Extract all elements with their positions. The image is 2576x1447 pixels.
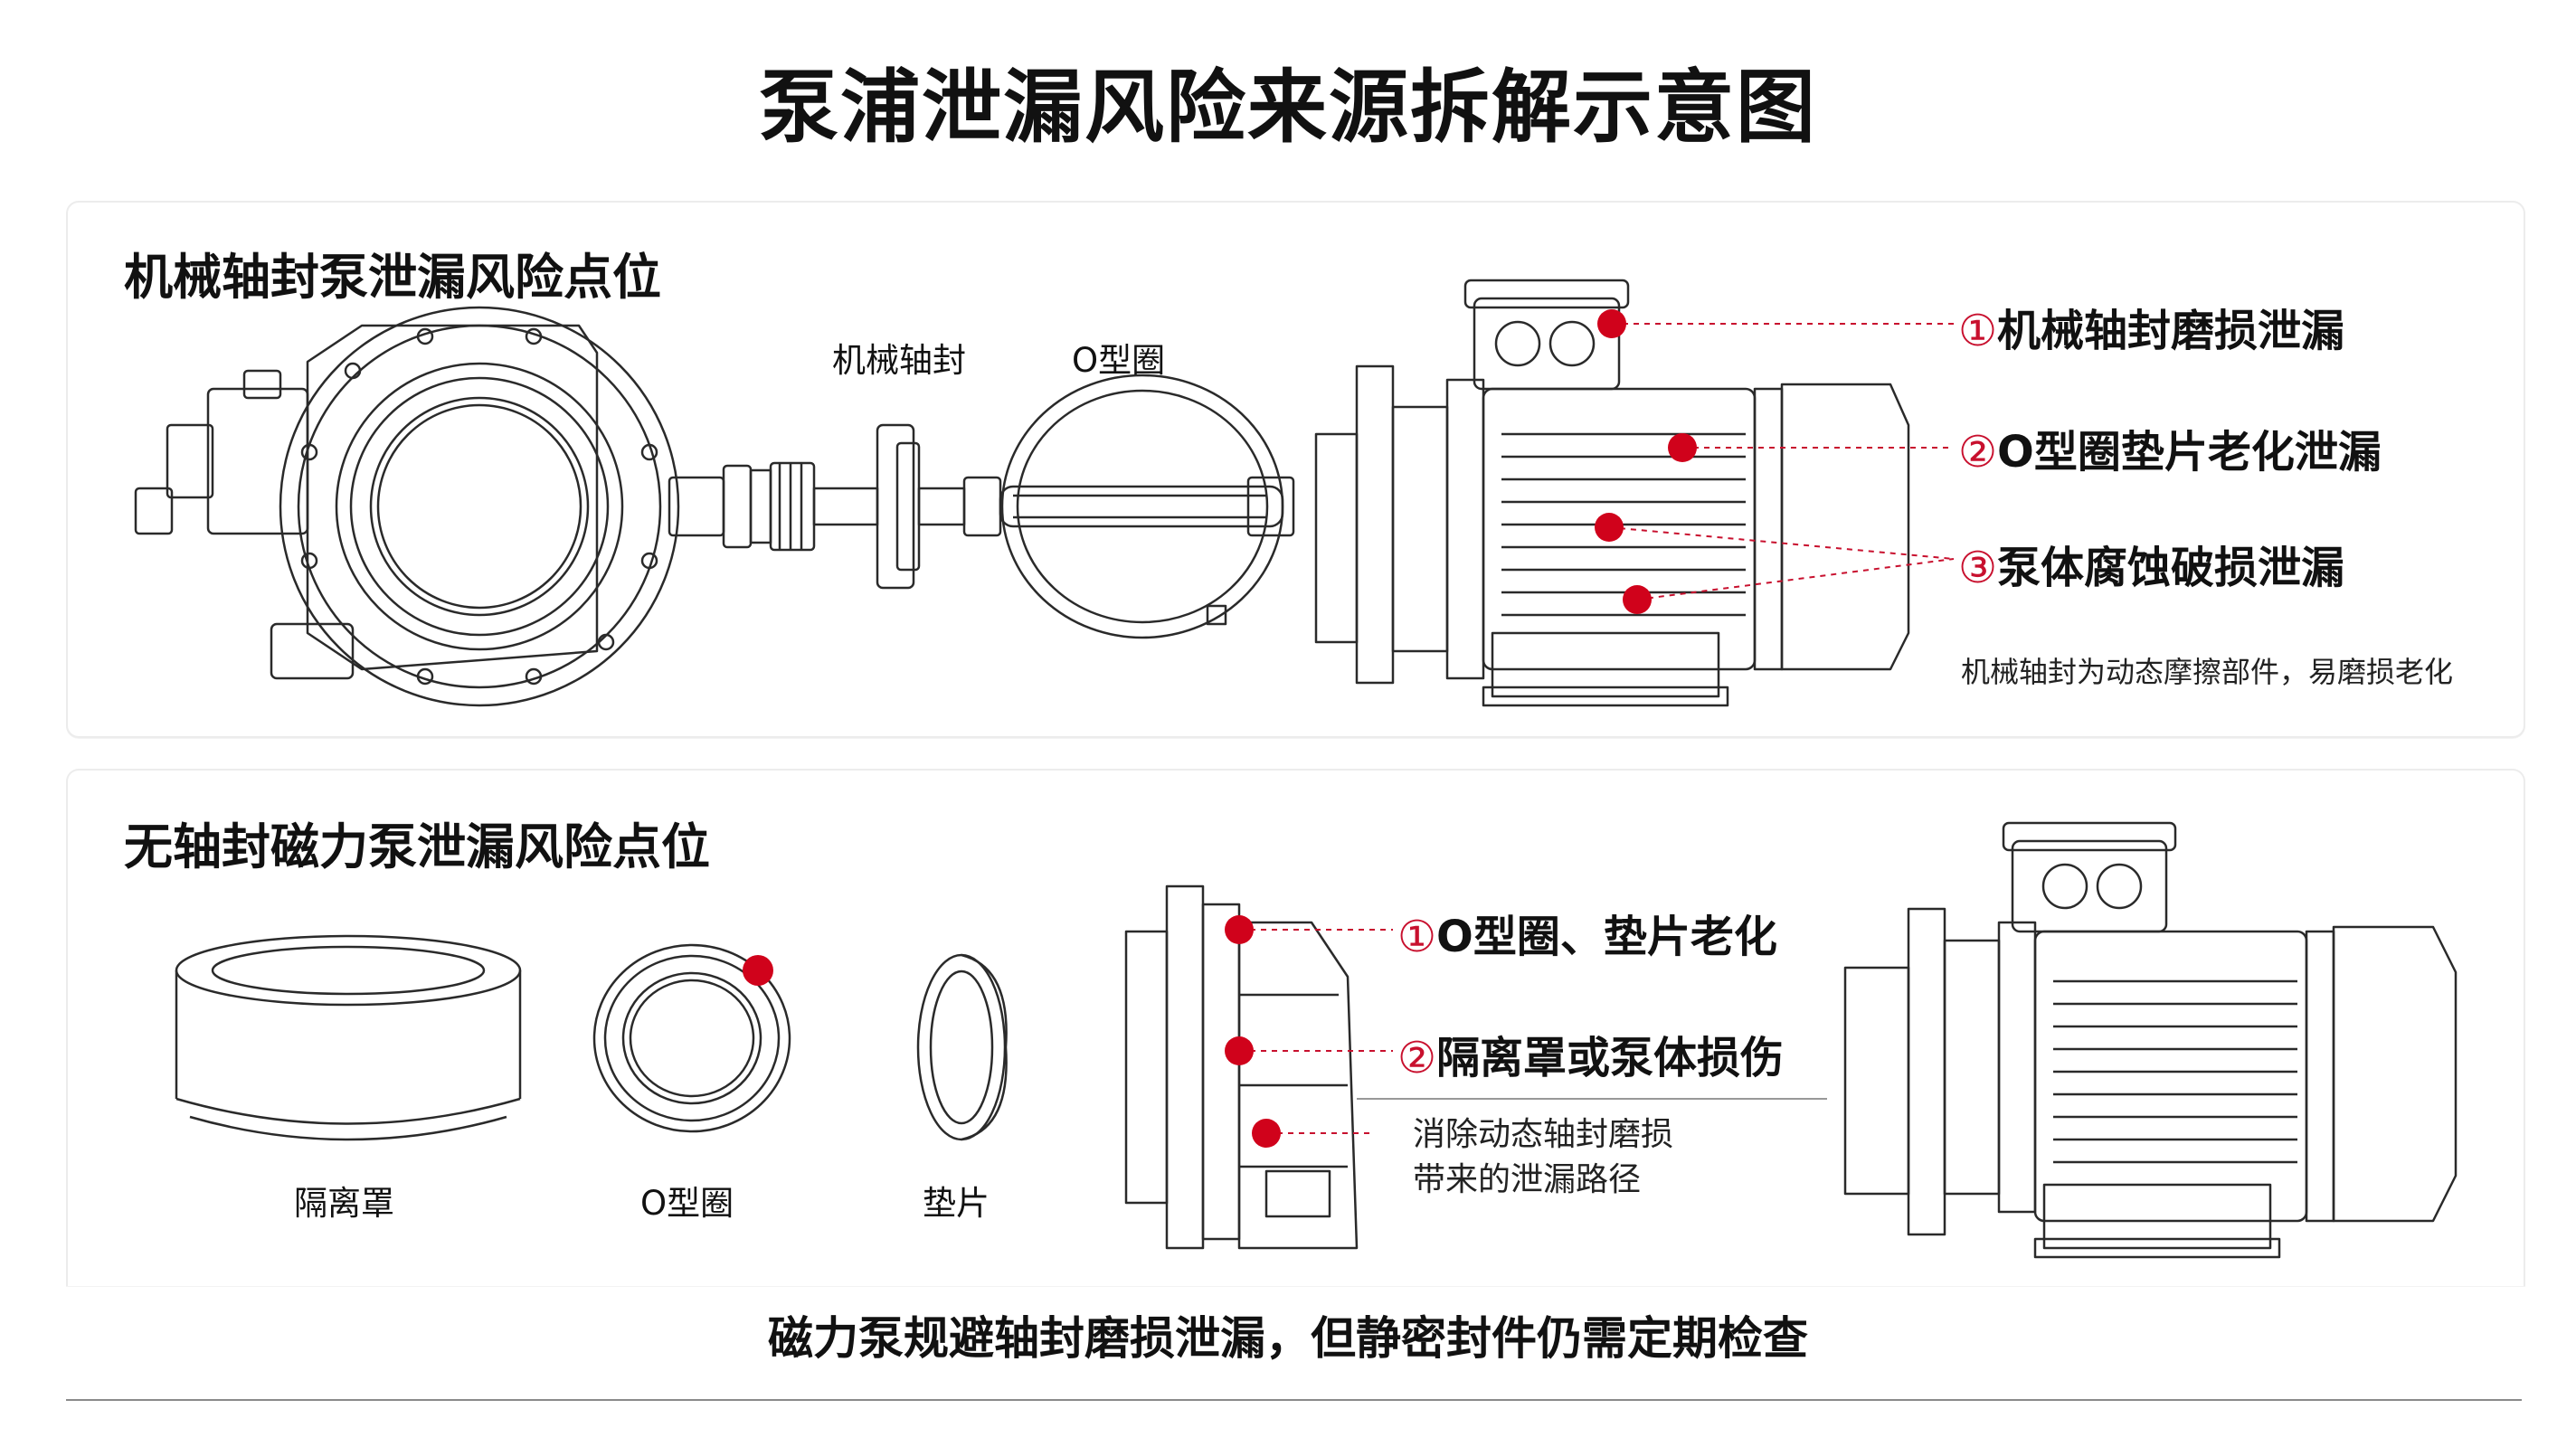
risk-marker: [1597, 309, 1626, 338]
bottom-divider: [66, 1399, 2522, 1401]
magnetic-pump-motor-drawing: [1843, 821, 2458, 1259]
risk-text: 机械轴封磨损泄漏: [1997, 306, 2345, 356]
risk-marker: [1668, 433, 1697, 462]
risk-text: 隔离罩或泵体损伤: [1436, 1033, 1785, 1083]
risk-number: ③: [1958, 543, 1998, 593]
risk-marker: [1225, 915, 1254, 944]
risk-marker: [1595, 513, 1624, 542]
risk-item-seal-wear: ①机械轴封磨损泄漏: [1958, 295, 2344, 358]
risk-item-shroud-damage: ②隔离罩或泵体损伤: [1397, 1022, 1784, 1085]
risk-number: ②: [1958, 427, 1998, 478]
mechanical-seal-drawing: [876, 423, 1002, 590]
pump-casing-drawing: [134, 306, 680, 707]
footer-conclusion: 磁力泵规避轴封磨损泄漏，但静密封件仍需定期检查: [768, 1312, 1808, 1365]
risk-text: 泵体腐蚀破损泄漏: [1997, 543, 2345, 593]
risk-number: ②: [1397, 1033, 1437, 1083]
risk-marker: [1252, 1119, 1281, 1148]
gasket-drawing: [916, 953, 1008, 1141]
leader-lines: [1239, 323, 1955, 1134]
mechanical-seal-pump-motor-drawing: [1314, 279, 1910, 707]
risk-markers: [743, 309, 1697, 1148]
risk-marker: [743, 955, 773, 986]
gasket-label: 垫片: [923, 1184, 990, 1223]
isolation-shroud-drawing: [175, 934, 522, 1141]
page-title: 泵浦泄漏风险来源拆解示意图: [758, 61, 1817, 154]
risk-item-casing-corrosion: ③泵体腐蚀破损泄漏: [1958, 532, 2344, 595]
oring-bottom-label: O型圈: [640, 1184, 734, 1223]
oring-label: O型圈: [1072, 341, 1166, 380]
note-line: 消除动态轴封磨损: [1413, 1116, 1674, 1153]
note-line: 带来的泄漏路径: [1413, 1161, 1642, 1198]
mechanical-seal-section-title: 机械轴封泵泄漏风险点位: [124, 249, 661, 306]
risk-item-oring-aging: ②O型圈垫片老化泄漏: [1958, 416, 2382, 479]
magnetic-pump-casing-drawing: [1124, 884, 1359, 1250]
risk-item-seal-aging: ①O型圈、垫片老化: [1397, 901, 1777, 964]
oring-section-drawing: [999, 374, 1295, 639]
oring-drawing: [592, 943, 791, 1133]
mechanical-seal-note: 机械轴封为动态摩擦部件，易磨损老化: [1961, 655, 2454, 689]
risk-marker: [1623, 585, 1652, 614]
risk-number: ①: [1958, 306, 1998, 356]
magnetic-pump-note: 消除动态轴封磨损 带来的泄漏路径: [1413, 1112, 1673, 1203]
magnetic-pump-section-title: 无轴封磁力泵泄漏风险点位: [124, 818, 710, 875]
risk-number: ①: [1397, 912, 1437, 962]
shaft-drawing: [668, 461, 879, 552]
risk-text: O型圈垫片老化泄漏: [1997, 427, 2382, 478]
risk-text: O型圈、垫片老化: [1436, 912, 1777, 962]
mechanical-seal-label: 机械轴封: [832, 341, 966, 380]
risk-marker: [1225, 1036, 1254, 1065]
isolation-shroud-label: 隔离罩: [294, 1184, 394, 1223]
